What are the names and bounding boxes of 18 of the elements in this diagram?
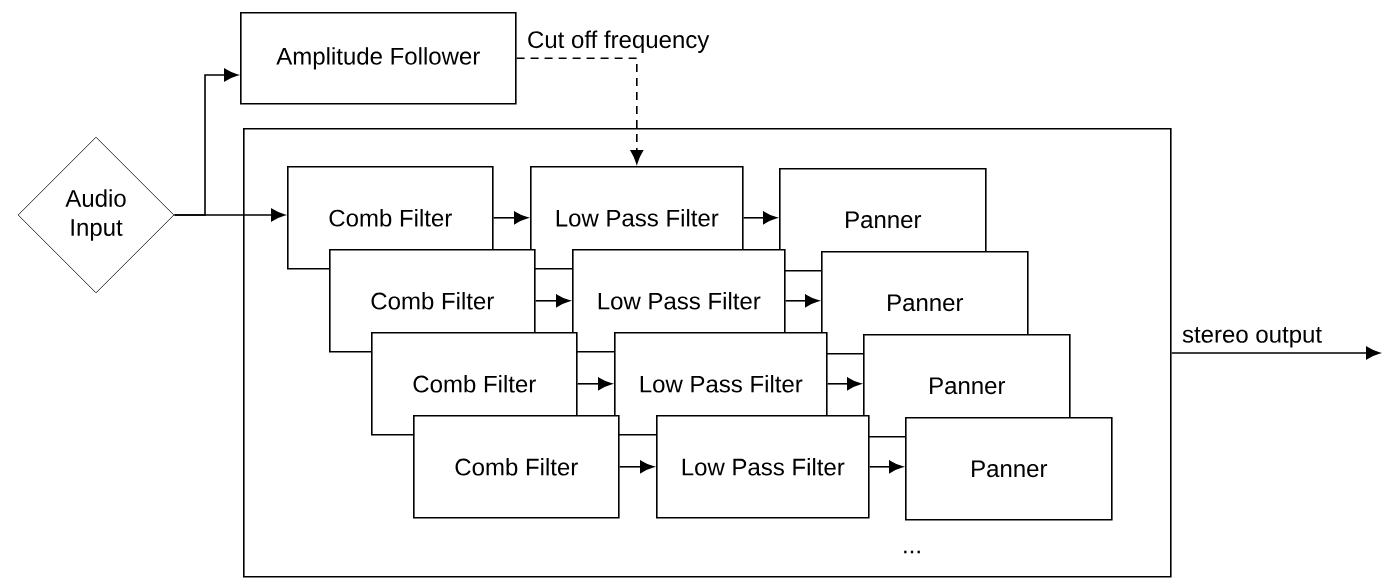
arrow (173, 208, 285, 222)
arrow (618, 460, 654, 474)
edge-label: stereo output (1180, 325, 1325, 350)
arrow (515, 57, 644, 164)
arrow (1170, 346, 1380, 360)
arrow (492, 211, 528, 225)
arrow (742, 211, 777, 225)
process-box: Comb Filter (413, 415, 620, 519)
arrow (826, 377, 861, 391)
ellipsis-label: ... (904, 550, 920, 554)
process-box: Panner (905, 417, 1113, 521)
edge-label: Cut off frequency (525, 28, 712, 55)
process-box: Low Pass Filter (656, 415, 870, 519)
arrow (868, 460, 903, 474)
arrow (534, 294, 570, 308)
arrow (784, 294, 819, 308)
arrow (576, 377, 612, 391)
process-box: Amplitude Follower (240, 12, 517, 105)
